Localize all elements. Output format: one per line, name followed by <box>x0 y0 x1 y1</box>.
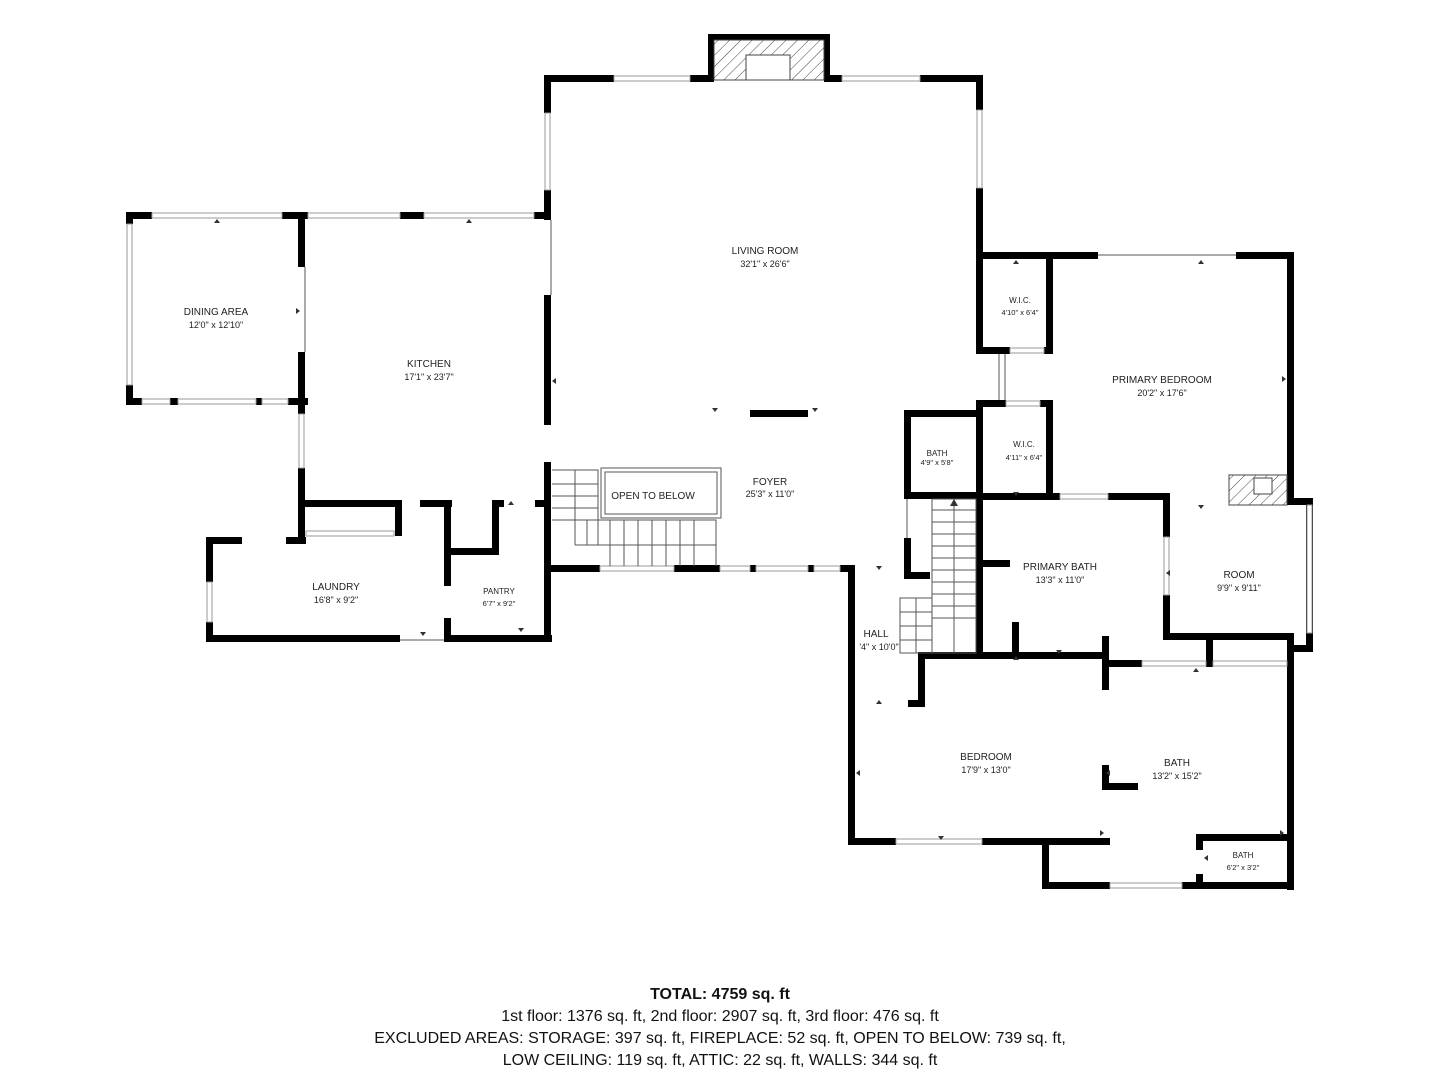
total-area: TOTAL: 4759 sq. ft <box>650 986 790 1003</box>
primary-bedroom-name: PRIMARY BEDROOM <box>1112 375 1212 386</box>
thin-lines <box>304 220 1236 641</box>
bedroom-dim: 17'9" x 13'0" <box>961 765 1010 775</box>
room-dim: 9'9" x 9'11" <box>1217 583 1261 593</box>
foyer-name: FOYER <box>753 477 787 488</box>
open-to-below-label: OPEN TO BELOW <box>611 491 695 502</box>
stairs <box>552 467 977 654</box>
dining-area-name: DINING AREA <box>184 307 249 318</box>
pantry-dim: 6'7" x 9'2" <box>483 599 516 608</box>
bath-large-name: BATH <box>1164 758 1190 769</box>
wic-lower-name: W.I.C. <box>1013 440 1035 449</box>
bath-tiny-name: BATH <box>1233 851 1254 860</box>
living-room-dim: 32'1" x 26'6" <box>740 259 789 269</box>
primary-bedroom-dim: 20'2" x 17'6" <box>1137 388 1186 398</box>
kitchen-dim: 17'1" x 23'7" <box>404 372 453 382</box>
bath-large-dim: 13'2" x 15'2" <box>1152 771 1201 781</box>
foyer-dim: 25'3" x 11'0" <box>746 489 795 499</box>
dimension-ticks <box>214 219 1286 861</box>
room-labels: LIVING ROOM 32'1" x 26'6" DINING AREA 12… <box>184 246 1261 872</box>
floor-areas: 1st floor: 1376 sq. ft, 2nd floor: 2907 … <box>501 1008 939 1025</box>
laundry-dim: 16'8" x 9'2" <box>314 595 358 605</box>
wic-upper-name: W.I.C. <box>1009 296 1031 305</box>
laundry-name: LAUNDRY <box>312 582 360 593</box>
excluded-areas: EXCLUDED AREAS: STORAGE: 397 sq. ft, FIR… <box>374 1030 1066 1047</box>
kitchen-name: KITCHEN <box>407 359 451 370</box>
bath-small-name: BATH <box>927 449 948 458</box>
fireplaces <box>713 39 1288 506</box>
hall-name: HALL <box>863 629 888 640</box>
bath-small-dim: 4'9" x 5'8" <box>921 458 954 467</box>
pantry-name: PANTRY <box>483 587 515 596</box>
wic-upper-dim: 4'10" x 6'4" <box>1002 308 1039 317</box>
bath-tiny-dim: 6'2" x 3'2" <box>1227 863 1260 872</box>
room-name: ROOM <box>1223 570 1254 581</box>
hall-dim: '4" x 10'0" <box>859 642 898 652</box>
area-summary: TOTAL: 4759 sq. ft 1st floor: 1376 sq. f… <box>0 984 1440 1072</box>
dining-area-dim: 12'0" x 12'10" <box>189 320 243 330</box>
walls <box>126 34 1313 890</box>
primary-bath-dim: 13'3" x 11'0" <box>1036 575 1085 585</box>
floor-plan: LIVING ROOM 32'1" x 26'6" DINING AREA 12… <box>126 34 1313 890</box>
bedroom-name: BEDROOM <box>960 752 1012 763</box>
primary-bath-name: PRIMARY BATH <box>1023 562 1097 573</box>
windows <box>126 75 1313 889</box>
wic-lower-dim: 4'11" x 6'4" <box>1006 453 1043 462</box>
living-room-name: LIVING ROOM <box>732 246 799 257</box>
excluded-areas-continued: LOW CEILING: 119 sq. ft, ATTIC: 22 sq. f… <box>502 1052 938 1069</box>
